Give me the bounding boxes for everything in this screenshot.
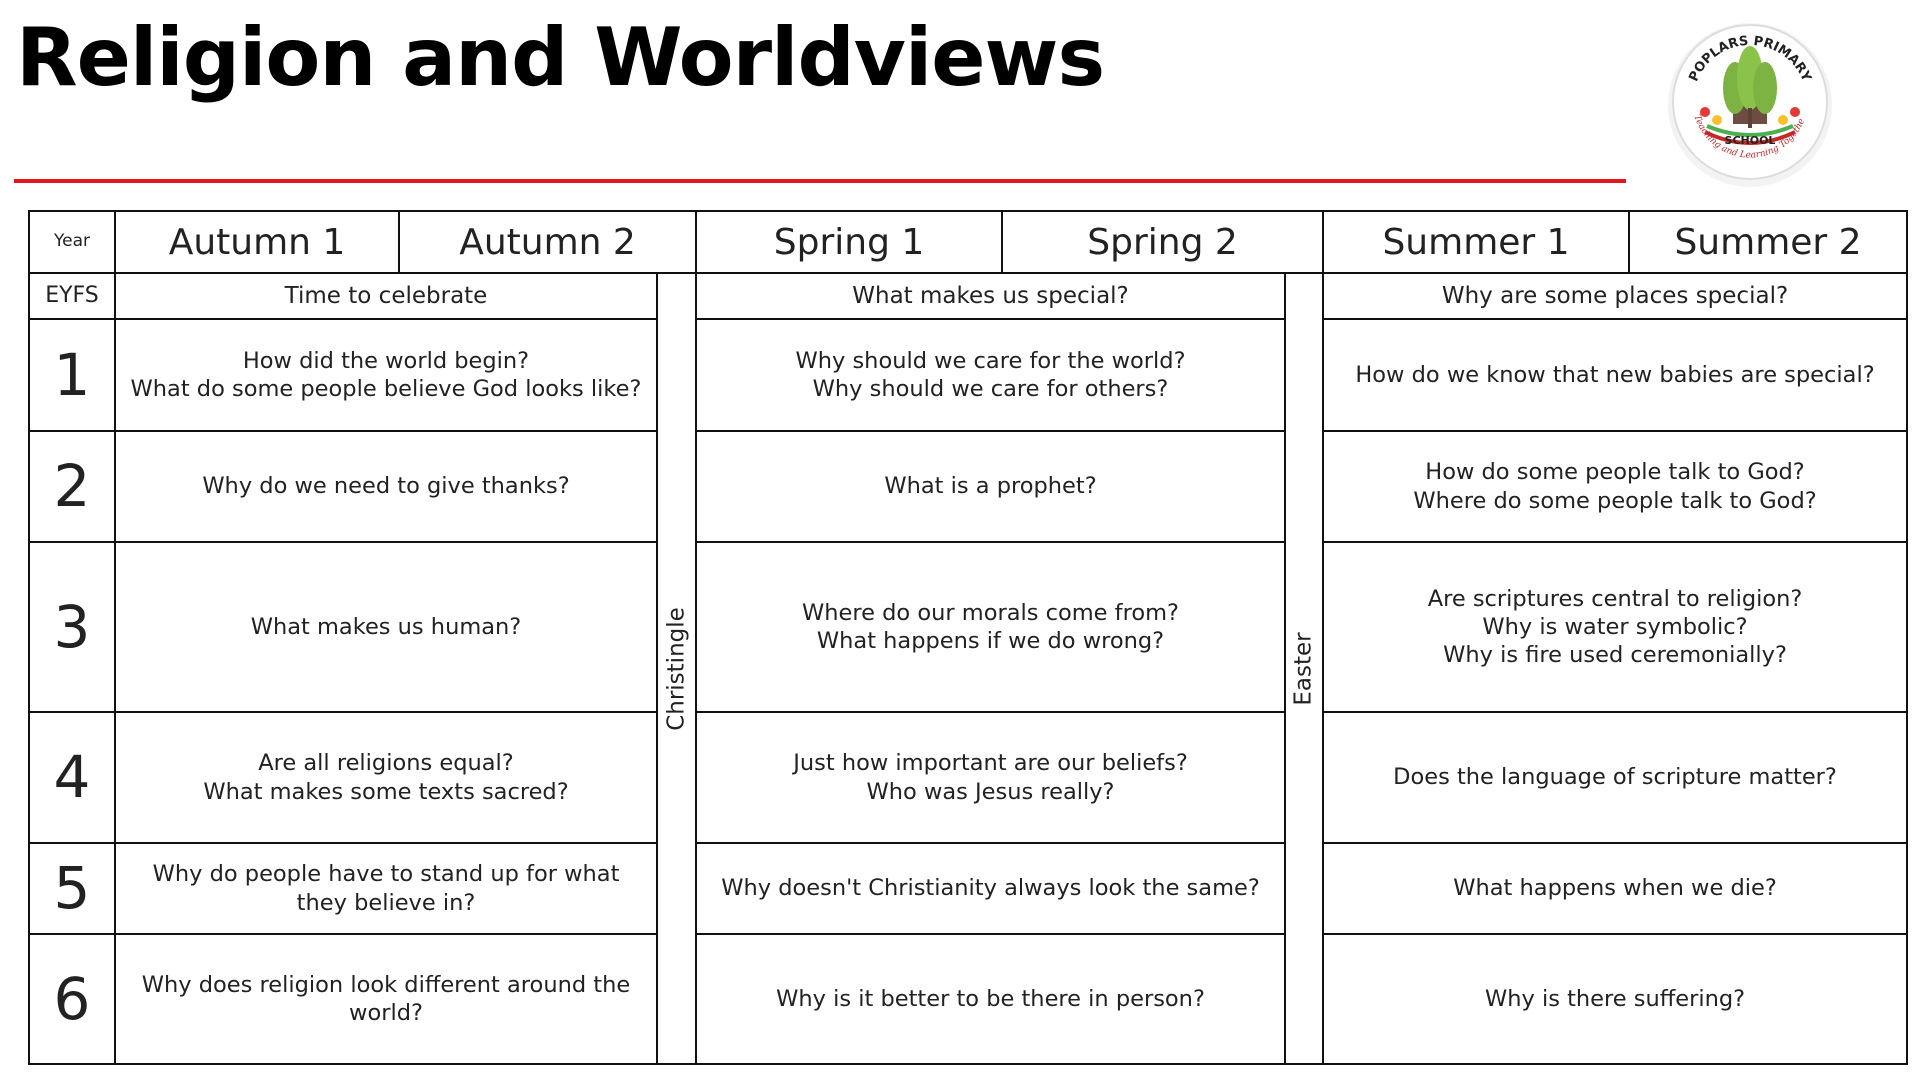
autumn-topic-cell: Time to celebrate [114, 272, 658, 320]
year-cell: 6 [28, 933, 116, 1065]
term-header-summer-2: Summer 2 [1628, 210, 1909, 274]
autumn-topic-cell: What makes us human? [114, 541, 658, 713]
topic-question: Does the language of scripture matter? [1393, 764, 1837, 791]
easter-divider-label: Easter [1290, 631, 1317, 706]
topic-question: Are scriptures central to religion? [1427, 585, 1803, 612]
topic-question: How do some people talk to God? [1425, 459, 1805, 486]
topic-question: What is a prophet? [884, 473, 1097, 500]
child-icon [1778, 115, 1788, 125]
header-row: Year Autumn 1 Autumn 2 Spring 1 Spring 2… [28, 210, 1909, 274]
autumn-topic-cell: Why does religion look different around … [114, 933, 658, 1065]
topic-question: Why should we care for others? [812, 376, 1169, 402]
topic-question: Why does religion look different around … [141, 971, 631, 1026]
term-header-summer-1: Summer 1 [1322, 210, 1631, 274]
child-icon [1700, 107, 1710, 117]
spring-topic-cell: Where do our morals come from?What happe… [695, 541, 1287, 713]
tree-trunk [1748, 108, 1752, 128]
topic-question: Why is there suffering? [1484, 985, 1746, 1012]
spring-topic-cell: Just how important are our beliefs?Who w… [695, 711, 1287, 844]
easter-divider: Easter [1284, 272, 1325, 1065]
autumn-topic-cell: Why do we need to give thanks? [114, 430, 658, 543]
summer-topic-cell: Why are some places special? [1322, 272, 1909, 320]
topic-question: How do we know that new babies are speci… [1355, 361, 1875, 388]
year-cell: 5 [28, 842, 116, 935]
tree-icon [1753, 62, 1777, 114]
summer-topic-cell: Why is there suffering? [1322, 933, 1909, 1065]
curriculum-table: Year Autumn 1 Autumn 2 Spring 1 Spring 2… [28, 210, 1909, 1065]
christingle-divider-label: Christingle [663, 606, 690, 731]
topic-question: Who was Jesus really? [866, 778, 1115, 805]
topic-question: Why do people have to stand up for what … [152, 861, 620, 916]
topic-question: Why should we care for the world? [795, 347, 1186, 374]
child-icon [1712, 115, 1722, 125]
topic-question: Why do we need to give thanks? [202, 473, 570, 500]
topic-question: Just how important are our beliefs? [793, 750, 1188, 777]
spring-topic-cell: Why is it better to be there in person? [695, 933, 1287, 1065]
topic-question: What makes us human? [250, 613, 522, 640]
summer-topic-cell: Does the language of scripture matter? [1322, 711, 1909, 844]
table-row: 6 Why does religion look different around… [28, 933, 1909, 1065]
autumn-topic-cell: Are all religions equal?What makes some … [114, 711, 658, 844]
term-header-spring-2: Spring 2 [1001, 210, 1325, 274]
topic-question: Why is water symbolic? [1482, 613, 1748, 640]
summer-topic-cell: Are scriptures central to religion?Why i… [1322, 541, 1909, 713]
topic-question: What happens if we do wrong? [816, 628, 1165, 654]
topic-question: What makes some texts sacred? [203, 778, 569, 805]
school-logo: POPLARS PRIMARY Teaching and Learning To… [1665, 20, 1832, 187]
christingle-divider: Christingle [655, 272, 698, 1065]
topic-question: How did the world begin? [242, 347, 530, 374]
year-cell: 2 [28, 430, 116, 543]
topic-question: What do some people believe God looks li… [130, 376, 642, 402]
spring-topic-cell: What makes us special? [695, 272, 1287, 320]
autumn-topic-cell: Why do people have to stand up for what … [114, 842, 658, 935]
child-icon [1790, 107, 1800, 117]
topic-question: What happens when we die? [1453, 875, 1777, 902]
topic-question: What makes us special? [852, 282, 1129, 309]
summer-topic-cell: How do we know that new babies are speci… [1322, 318, 1909, 432]
logo-banner [1704, 130, 1796, 145]
summer-topic-cell: How do some people talk to God?Where do … [1322, 430, 1909, 543]
title-underline [14, 179, 1626, 183]
table-row: 3 What makes us human? Where do our morals… [28, 541, 1909, 713]
topic-question: Why are some places special? [1441, 282, 1789, 309]
spring-topic-cell: What is a prophet? [695, 430, 1287, 543]
year-header: Year [28, 210, 116, 274]
year-cell: EYFS [28, 272, 116, 320]
logo-mid-text: SCHOOL [1725, 134, 1776, 147]
table-row: 5 Why do people have to stand up for what… [28, 842, 1909, 935]
year-cell: 3 [28, 541, 116, 713]
topic-question: Where do our morals come from? [802, 599, 1179, 626]
topic-question: Where do some people talk to God? [1413, 487, 1817, 514]
year-cell: 1 [28, 318, 116, 432]
table-row: 2 Why do we need to give thanks? What is a… [28, 430, 1909, 543]
autumn-topic-cell: How did the world begin?What do some peo… [114, 318, 658, 432]
term-header-spring-1: Spring 1 [695, 210, 1004, 274]
topic-question: Why is it better to be there in person? [776, 985, 1205, 1012]
spring-topic-cell: Why should we care for the world?Why sho… [695, 318, 1287, 432]
topic-question: Why doesn't Christianity always look the… [721, 875, 1260, 902]
term-header-autumn-1: Autumn 1 [114, 210, 400, 274]
summer-topic-cell: What happens when we die? [1322, 842, 1909, 935]
logo-grass [1706, 124, 1794, 137]
page-title: Religion and Worldviews [16, 11, 1105, 104]
topic-question: Are all religions equal? [258, 750, 514, 777]
spring-topic-cell: Why doesn't Christianity always look the… [695, 842, 1287, 935]
term-header-autumn-2: Autumn 2 [397, 210, 698, 274]
topic-question: Why is fire used ceremonially? [1443, 642, 1787, 669]
year-cell: 4 [28, 711, 116, 844]
topic-question: Time to celebrate [284, 282, 488, 309]
